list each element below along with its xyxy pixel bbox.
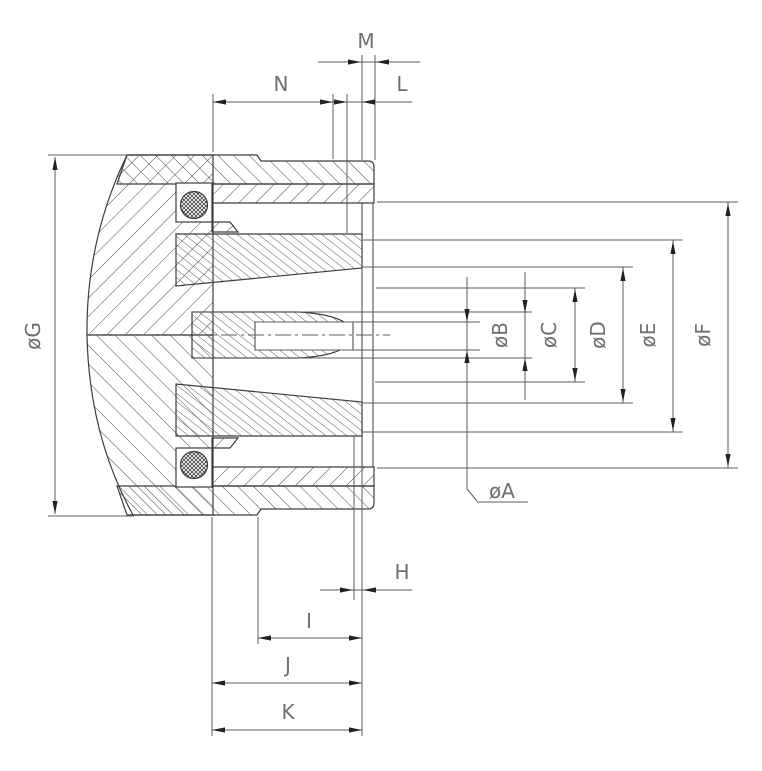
- oring-top: [179, 190, 209, 220]
- dim-label-j: J: [283, 653, 291, 677]
- outer-sleeve-bottom: [116, 485, 375, 516]
- dim-label-dia-d: øD: [586, 321, 610, 349]
- dim-label-dia-g: øG: [21, 322, 45, 350]
- dimension-arrows: [52, 59, 731, 733]
- dimension-lines: [48, 55, 738, 736]
- inner-sleeve-top: [211, 183, 375, 204]
- cone-sleeve-bottom: [175, 383, 363, 437]
- dimension-label-group: M N L H I J K øA øG øB øC øD øE øF: [21, 29, 715, 724]
- dim-label-l: L: [396, 72, 408, 96]
- inner-sleeve-bottom: [211, 466, 375, 487]
- dim-label-dia-e: øE: [636, 323, 660, 348]
- groove-step-bottom: [211, 437, 240, 449]
- part-section: [86, 154, 375, 516]
- center-bore: [254, 321, 354, 351]
- cone-sleeve-top: [175, 233, 363, 287]
- dim-label-dia-c: øC: [537, 322, 561, 348]
- dim-label-dia-b: øB: [488, 322, 512, 348]
- dim-label-i: I: [306, 609, 312, 633]
- outer-sleeve-top: [116, 154, 375, 185]
- dim-label-dia-f: øF: [691, 323, 715, 347]
- dim-label-n: N: [274, 72, 289, 96]
- dim-label-dia-a: øA: [489, 479, 515, 503]
- oring-bottom: [179, 450, 209, 480]
- groove-step-top: [211, 221, 240, 233]
- dim-label-k: K: [281, 700, 295, 724]
- dim-label-h: H: [394, 560, 409, 584]
- dim-label-m: M: [357, 29, 374, 53]
